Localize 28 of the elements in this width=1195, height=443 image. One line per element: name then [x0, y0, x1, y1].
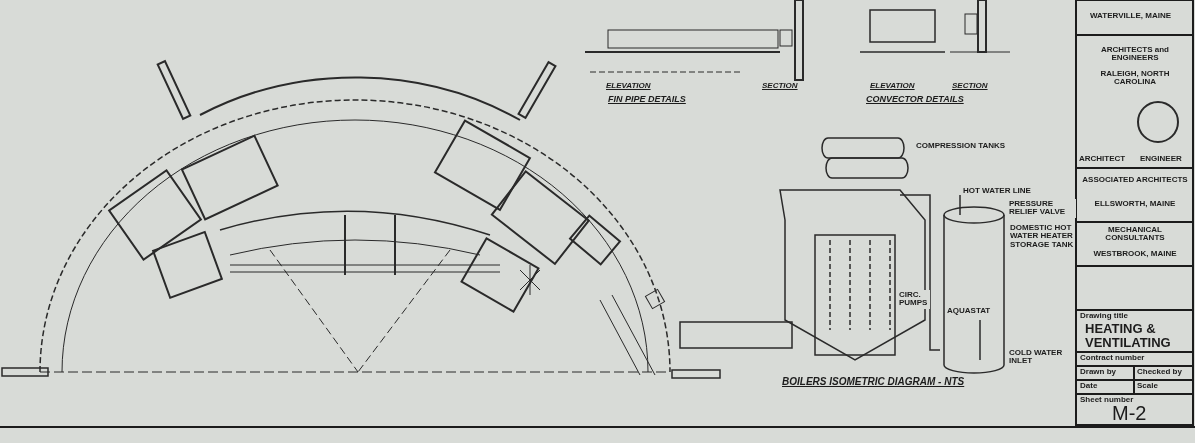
- title-block-text: Drawing title: [1080, 312, 1128, 321]
- title-block-text: Checked by: [1137, 368, 1182, 377]
- view-title: BOILERS ISOMETRIC DIAGRAM - NTS: [782, 377, 965, 388]
- title-block-text: Sheet number: [1080, 396, 1134, 405]
- title-block-text: ASSOCIATED ARCHITECTS: [1081, 176, 1189, 185]
- detail-title: FIN PIPE DETAILS: [608, 95, 686, 105]
- view-label: ELEVATION: [870, 82, 915, 91]
- sheet-number: M-2: [1112, 403, 1147, 424]
- detail-title: CONVECTOR DETAILS: [866, 95, 964, 105]
- callout-label: CIRC. PUMPS: [898, 290, 930, 309]
- title-block-text: MECHANICAL CONSULTANTS: [1104, 226, 1166, 243]
- title-block-text: WESTBROOK, MAINE: [1092, 250, 1178, 259]
- title-block-text: ARCHITECTS and ENGINEERS: [1100, 46, 1170, 63]
- title-block-text: Contract number: [1080, 354, 1145, 363]
- title-block-text: RALEIGH, NORTH CAROLINA: [1099, 70, 1171, 87]
- title-block-text: WATERVILLE, MAINE: [1090, 12, 1172, 21]
- title-block-text: ENGINEER: [1140, 155, 1182, 164]
- callout-label: PRESSURE RELIEF VALVE: [1008, 199, 1076, 218]
- title-block-text: Scale: [1137, 382, 1158, 391]
- title-block-text: ARCHITECT: [1079, 155, 1126, 164]
- title-block-text: Date: [1080, 382, 1098, 391]
- callout-label: AQUASTAT: [946, 306, 992, 317]
- title-block-text: ELLSWORTH, MAINE: [1093, 200, 1177, 209]
- title-block-text: Drawn by: [1080, 368, 1116, 377]
- view-label: SECTION: [762, 82, 798, 91]
- view-label: ELEVATION: [606, 82, 651, 91]
- sheet-title-text: HEATING & VENTILATING: [1085, 322, 1172, 350]
- view-label: SECTION: [952, 82, 988, 91]
